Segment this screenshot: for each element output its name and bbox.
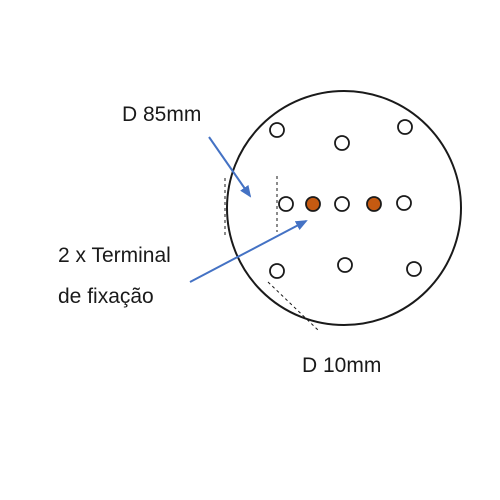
terminal-label-line1: 2 x Terminal [58, 244, 171, 267]
hole [396, 195, 412, 211]
hole [269, 263, 285, 279]
hole [278, 196, 294, 212]
terminal-hole [366, 196, 382, 212]
hole [334, 135, 350, 151]
hole [397, 119, 413, 135]
terminal-label-line2: de fixação [58, 285, 154, 308]
disc-outline [226, 90, 462, 326]
hole-dimension-guide [267, 281, 319, 331]
hole [406, 261, 422, 277]
terminal-arrow [189, 220, 308, 283]
diameter-arrow [208, 136, 252, 198]
hole [269, 122, 285, 138]
diameter-label: D 85mm [122, 103, 201, 126]
hole [334, 196, 350, 212]
terminal-hole [305, 196, 321, 212]
hole-diameter-label: D 10mm [302, 354, 381, 377]
hole [337, 257, 353, 273]
